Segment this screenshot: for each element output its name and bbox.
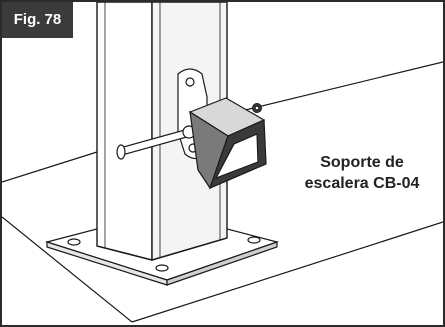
stair-bracket	[188, 97, 267, 190]
bracket-illustration	[2, 2, 443, 323]
base-plate-hole	[247, 236, 261, 244]
caption-line-1: Soporte de	[320, 154, 404, 171]
caption-line-2: escalera CB-04	[304, 175, 420, 192]
nut	[252, 103, 262, 113]
figure-label: Fig. 78	[2, 2, 73, 38]
part-caption: Soporte de escalera CB-04	[292, 152, 432, 194]
deck-platform	[2, 61, 443, 323]
base-plate-hole	[155, 264, 169, 272]
base-plate-hole	[67, 238, 81, 246]
